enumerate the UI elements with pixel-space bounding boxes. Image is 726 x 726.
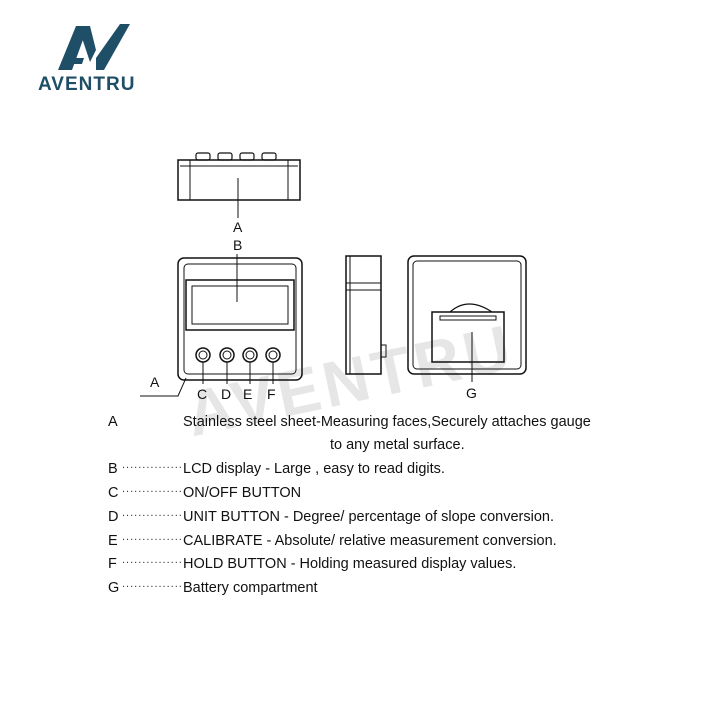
legend-letter: C [108,485,119,501]
callout-d: D [221,386,231,402]
button-c-icon [195,347,211,363]
brand-name: AVENTRU [38,74,136,95]
legend-desc: LCD display - Large , easy to read digit… [183,461,445,477]
callout-a-top: A [233,219,243,235]
legend-letter: A [108,414,118,430]
legend-desc: Battery compartment [183,580,318,596]
callout-f: F [267,386,276,402]
legend-dots: .................... [122,578,182,590]
legend-dots: .................... [122,554,182,566]
legend-desc: ON/OFF BUTTON [183,485,302,501]
callout-e: E [243,386,252,402]
aventru-logo-icon [58,24,130,70]
callout-g: G [466,385,477,401]
legend-desc: CALIBRATE - Absolute/ relative measureme… [183,533,557,549]
legend-dots: .................... [122,483,182,495]
front-view [140,254,303,397]
legend-desc: HOLD BUTTON - Holding measured display v… [183,556,517,572]
legend-letter: B [108,461,118,477]
legend-letter: F [108,556,117,572]
callout-a-side: A [150,374,160,390]
legend-dots: .................... [122,507,182,519]
side-view [345,255,387,375]
top-view [177,152,301,218]
callout-c: C [197,386,207,402]
legend-desc: Stainless steel sheet-Measuring faces,Se… [183,414,591,430]
callout-b: B [233,237,242,253]
legend-dots: .................... [122,531,182,543]
legend-letter: G [108,580,120,596]
legend-dots: .................... [122,459,182,471]
battery-compartment-icon [431,311,505,363]
legend-desc: to any metal surface. [330,437,465,453]
button-e-icon [242,347,258,363]
legend-row-a-cont: to any metal surface. [330,437,465,453]
button-d-icon [219,347,235,363]
legend-letter: D [108,509,119,525]
legend-letter: E [108,533,118,549]
back-view [407,255,527,382]
legend-desc: UNIT BUTTON - Degree/ percentage of slop… [183,509,554,525]
